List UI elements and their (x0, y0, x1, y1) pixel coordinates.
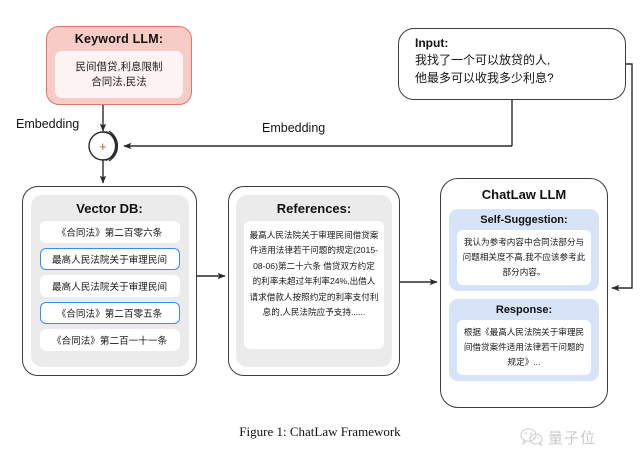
vector-db-row[interactable]: 《合同法》第二百零五条 (39, 302, 180, 324)
keyword-llm-line-2: 合同法,民法 (91, 75, 147, 88)
input-line-1: 我找了一个可以放贷的人, (415, 53, 551, 67)
keyword-llm-title: Keyword LLM: (74, 32, 164, 46)
chatlaw-llm-box: ChatLaw LLM Self-Suggestion: 我认为参考内容中合同法… (440, 178, 608, 408)
vector-db-panel: Vector DB: 《合同法》第二百零六条 最高人民法院关于审理民间 最高人民… (30, 195, 189, 367)
chatlaw-llm-title: ChatLaw LLM (481, 187, 567, 202)
references-box: References: 最高人民法院关于审理民间借贷案件适用法律若干问题的规定(… (228, 186, 400, 376)
sum-node-plus: + (99, 139, 107, 154)
vector-db-row[interactable]: 《合同法》第二百零六条 (39, 221, 180, 243)
input-box: Input: 我找了一个可以放贷的人, 他最多可以收我多少利息? (398, 28, 626, 100)
vector-db-row[interactable]: 最高人民法院关于审理民间 (39, 248, 180, 270)
self-suggestion-body: 我认为参考内容中合同法部分与问题相关度不高,我不应该参考此部分内容。 (457, 230, 591, 285)
input-line-2: 他最多可以收我多少利息? (415, 71, 554, 85)
embedding-label-left: Embedding (16, 117, 80, 131)
vector-db-row[interactable]: 最高人民法院关于审理民间 (39, 275, 180, 297)
response-body: 根据《最高人民法院关于审理民间借贷案件适用法律若干问题的规定》... (457, 320, 591, 375)
references-body: 最高人民法院关于审理民间借贷案件适用法律若干问题的规定(2015-08-06)第… (244, 221, 384, 349)
references-panel: References: 最高人民法院关于审理民间借贷案件适用法律若干问题的规定(… (236, 195, 392, 367)
vector-db-title: Vector DB: (76, 201, 143, 216)
response-card: Response: 根据《最高人民法院关于审理民间借贷案件适用法律若干问题的规定… (449, 299, 599, 381)
watermark-text: 量子位 (548, 429, 597, 447)
vector-db-row[interactable]: 《合同法》第二百一十一条 (39, 329, 180, 351)
response-title: Response: (495, 304, 553, 316)
keyword-llm-box: Keyword LLM: 民间借贷,利息限制 合同法,民法 (46, 26, 192, 105)
watermark: 量子位 (520, 424, 632, 450)
wechat-icon (520, 428, 543, 447)
input-title: Input: (415, 36, 449, 50)
embedding-label-right: Embedding (262, 121, 326, 135)
keyword-llm-content: 民间借贷,利息限制 合同法,民法 (55, 51, 183, 98)
self-suggestion-card: Self-Suggestion: 我认为参考内容中合同法部分与问题相关度不高,我… (449, 209, 599, 291)
self-suggestion-title: Self-Suggestion: (480, 214, 568, 226)
keyword-llm-line-1: 民间借贷,利息限制 (75, 60, 163, 73)
figure-caption: Figure 1: ChatLaw Framework (239, 424, 401, 439)
vector-db-box: Vector DB: 《合同法》第二百零六条 最高人民法院关于审理民间 最高人民… (22, 186, 197, 376)
references-title: References: (276, 201, 352, 216)
